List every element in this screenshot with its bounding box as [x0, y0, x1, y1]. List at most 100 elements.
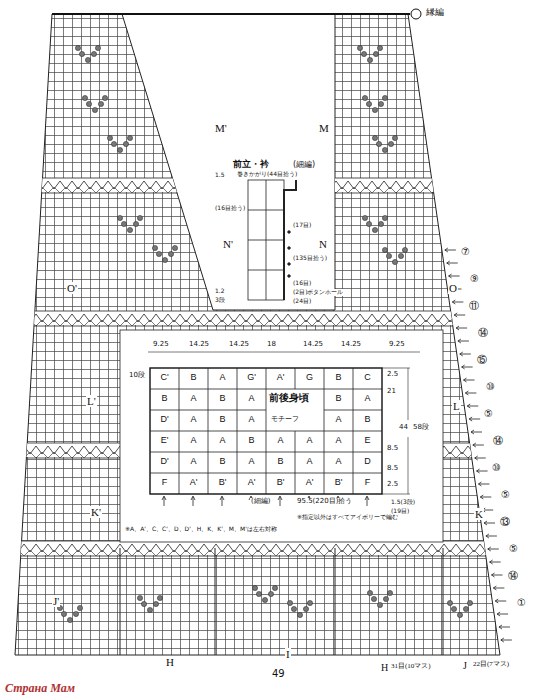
stroke	[295, 368, 296, 389]
callout-number: ⑤	[508, 543, 519, 554]
motif-letter: G	[295, 373, 324, 383]
callout-number: ⑬	[499, 516, 511, 527]
dimension: 2.5	[386, 481, 399, 489]
motif-letter: B	[208, 415, 237, 425]
motif-letter: B	[208, 457, 237, 467]
row-arrow	[501, 638, 512, 642]
stroke	[295, 431, 296, 494]
motif-letter: A	[324, 436, 353, 446]
motif-letter: A	[237, 394, 266, 404]
popcorn-stitches	[57, 45, 472, 622]
callout-number: ⑨	[469, 273, 480, 284]
row-arrows	[445, 248, 512, 642]
popcorn	[287, 600, 292, 605]
row-arrow	[499, 625, 510, 629]
callout-number: ⑮	[476, 354, 488, 365]
popcorn	[392, 135, 397, 140]
zigzag	[0, 550, 554, 556]
popcorn	[291, 606, 296, 611]
motif-letter: A	[208, 436, 237, 446]
popcorn	[162, 257, 167, 262]
motif-letter: A	[353, 394, 382, 404]
row-arrow	[460, 352, 471, 356]
motif-letter: C	[353, 373, 382, 383]
row-arrow	[493, 586, 504, 590]
dimension: 10段	[128, 372, 146, 380]
popcorn	[361, 51, 366, 56]
motif-letter: A	[179, 394, 208, 404]
motif-letter: A	[179, 415, 208, 425]
dimension: 9.25	[388, 341, 406, 349]
popcorn	[272, 585, 277, 590]
stroke	[0, 556, 554, 557]
stroke	[148, 352, 420, 353]
popcorn	[372, 107, 377, 112]
row-arrow	[447, 261, 458, 265]
row-arrow	[458, 339, 469, 343]
popcorn	[111, 141, 116, 146]
part-letter: K'	[90, 506, 102, 518]
popcorn	[377, 45, 382, 50]
stroke	[382, 368, 410, 369]
popcorn	[141, 601, 146, 606]
row-arrow	[452, 300, 463, 304]
part-letter: J	[462, 660, 468, 671]
stroke	[191, 496, 195, 506]
part-letter: H	[165, 656, 175, 668]
motif-letter: D'	[150, 415, 179, 425]
popcorn	[392, 259, 397, 264]
part-letter: K	[474, 508, 484, 520]
part-letter: M'	[214, 122, 228, 134]
popcorn	[371, 596, 376, 601]
motif-letter: B	[150, 394, 179, 404]
dimension: 14.25	[228, 341, 250, 349]
motif-letter: A	[295, 457, 324, 467]
motif-letter: B	[324, 394, 353, 404]
popcorn	[75, 45, 80, 50]
band-note: (16目拾う)	[214, 205, 246, 212]
popcorn	[147, 607, 152, 612]
popcorn	[121, 221, 126, 226]
dimension: 14.25	[188, 341, 210, 349]
dimension: 44	[398, 424, 409, 432]
stroke	[150, 368, 382, 494]
popcorn	[117, 215, 122, 220]
popcorn	[378, 221, 383, 226]
popcorn	[262, 597, 267, 602]
knit-panel	[15, 14, 500, 655]
dimension: 8.5	[386, 465, 399, 473]
popcorn	[447, 600, 452, 605]
watermark: Страна Мам	[4, 682, 76, 695]
popcorn	[252, 585, 257, 590]
callout-number: ⑩	[485, 381, 496, 392]
motif-dividers	[120, 548, 443, 655]
stroke	[365, 496, 369, 506]
motif-letter: E'	[150, 436, 179, 446]
popcorn	[95, 45, 100, 50]
callout-number: ⑭	[477, 327, 489, 338]
motif-letter: D'	[150, 457, 179, 467]
band-note: 3段	[214, 297, 226, 304]
part-letter: I	[285, 648, 291, 660]
zigzag	[0, 320, 554, 326]
chart-note: ※指定以外はすべてアイボリーで編む	[296, 514, 399, 521]
row-arrow	[480, 495, 491, 499]
part-letter: O'	[66, 282, 78, 294]
motif-letter: F	[353, 478, 382, 488]
popcorn	[137, 595, 142, 600]
popcorn	[382, 247, 387, 252]
popcorn	[457, 612, 462, 617]
chart-title: 前後身頃	[268, 392, 310, 403]
row-arrow	[478, 482, 489, 486]
callout-number: ⑭	[507, 570, 519, 581]
band-note: 1.2	[214, 288, 226, 295]
popcorn	[107, 135, 112, 140]
stroke	[382, 494, 410, 495]
dimension: 8.5	[386, 445, 399, 453]
dimension: 14.25	[340, 341, 362, 349]
popcorn	[378, 101, 383, 106]
row-arrow	[492, 573, 503, 577]
row-arrow	[449, 274, 460, 278]
